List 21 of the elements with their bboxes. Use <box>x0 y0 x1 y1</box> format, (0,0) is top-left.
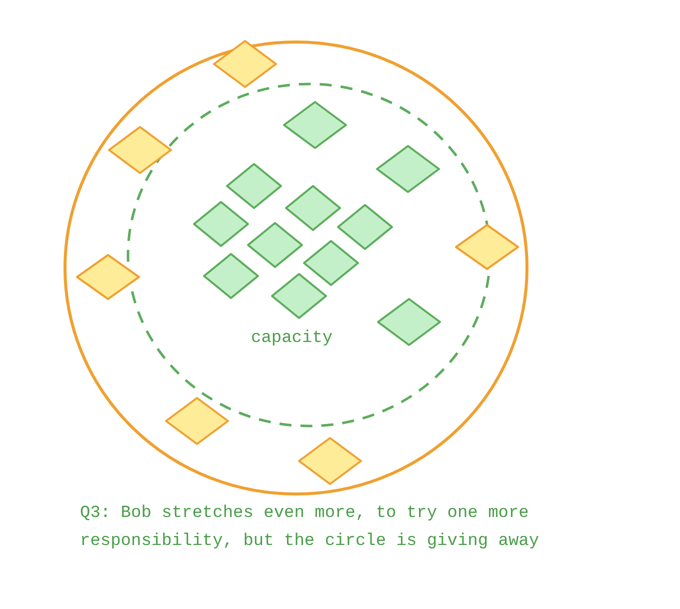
diamond-shape <box>202 252 260 300</box>
caption: Q3: Bob stretches even more, to try one more responsibility, but the circle is giving away <box>80 503 540 553</box>
diamond-shape <box>192 200 250 248</box>
diamond-shape <box>75 253 141 301</box>
diamond-shape <box>270 272 328 320</box>
dashed-circle <box>126 82 492 428</box>
diamond-shape <box>297 436 363 486</box>
diamond-shape <box>246 221 304 269</box>
capacity-label: capacity <box>251 328 333 350</box>
diamond-shape <box>336 203 394 251</box>
diamond-shape <box>107 125 173 175</box>
diamond-shape <box>284 184 342 232</box>
diamond-shape <box>225 162 283 210</box>
diamond-shape <box>164 396 230 446</box>
diamond-shape <box>375 144 441 194</box>
diamond-shape <box>302 239 360 287</box>
diamond-shape <box>282 100 348 150</box>
outer-circle <box>63 40 529 496</box>
diamond-shape <box>212 39 278 89</box>
diamond-shape <box>454 223 520 271</box>
diamond-shape <box>376 297 442 347</box>
